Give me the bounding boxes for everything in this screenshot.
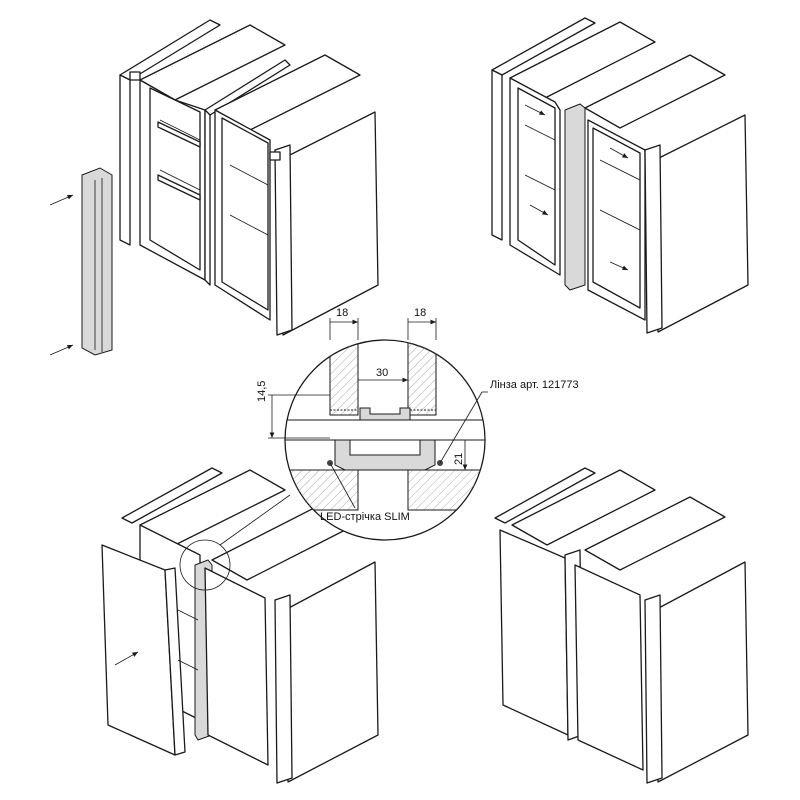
view-bottom-left-doors-opening [101, 467, 379, 784]
lens-label: Лінза арт. 121773 [490, 379, 579, 391]
detail-section [268, 318, 488, 541]
dim-gap: 30 [376, 367, 388, 379]
dim-led-depth: 21 [453, 453, 465, 465]
profile-clip [359, 407, 411, 421]
dim-left-panel: 18 [336, 307, 348, 319]
view-top-right-profile-installed [491, 17, 749, 334]
view-bottom-right-doors-closed [494, 467, 749, 784]
view-top-left-open-cabinets [49, 19, 379, 356]
dim-right-panel: 18 [414, 307, 426, 319]
aluminium-profile [334, 439, 436, 471]
right-panel-section [407, 340, 437, 416]
dim-profile-height: 14,5 [256, 381, 268, 402]
left-panel-section [329, 340, 359, 416]
led-strip-label: LED-стрічка SLIM [320, 511, 410, 523]
zoom-circle [179, 539, 231, 591]
right-door-section [407, 469, 485, 511]
